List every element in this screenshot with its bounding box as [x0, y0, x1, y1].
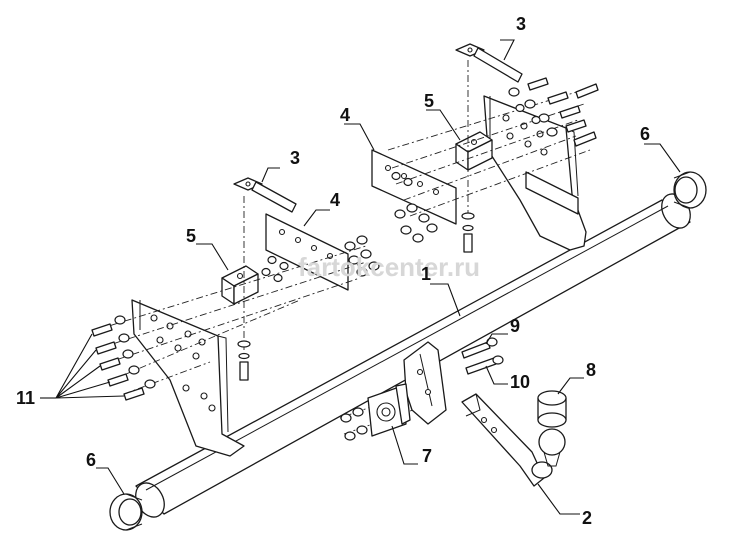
- callout-4-left: 4: [330, 190, 340, 210]
- tow-arm: [461, 393, 553, 487]
- leader-lines: [40, 39, 681, 515]
- callout-3-left: 3: [290, 148, 300, 168]
- callout-1: 1: [421, 264, 431, 284]
- left-clamp-nuts: [261, 235, 380, 283]
- ball-cover: [537, 390, 567, 428]
- right-top-strap: [455, 43, 523, 83]
- tow-ball: [538, 428, 566, 467]
- callout-11: 11: [16, 388, 35, 408]
- watermark: fartokcenter.ru: [298, 252, 480, 282]
- callout-2: 2: [582, 508, 592, 528]
- left-bolts: [91, 315, 156, 401]
- callout-labels: 1 2 3 3 4 4 5 5 6 6 7 8 9 10 11: [16, 14, 650, 528]
- callout-9: 9: [510, 316, 520, 336]
- callout-10: 10: [510, 372, 530, 392]
- right-clamp-nuts: [391, 171, 438, 243]
- callout-8: 8: [586, 360, 596, 380]
- left-side-bracket: [131, 299, 245, 457]
- end-cap-left: [109, 493, 143, 531]
- callout-5-right: 5: [424, 91, 434, 111]
- right-clamp-plate: [371, 149, 457, 225]
- right-vertical-stud: [461, 60, 475, 253]
- callout-4-right: 4: [340, 105, 350, 125]
- bolt-10: [465, 355, 504, 375]
- left-top-strap: [233, 177, 297, 213]
- end-cap-right: [673, 171, 707, 209]
- callout-6-right: 6: [640, 124, 650, 144]
- left-clamp-plate: [265, 213, 349, 291]
- callout-3-right: 3: [516, 14, 526, 34]
- callout-5-left: 5: [186, 226, 196, 246]
- right-spacer-block: [455, 131, 493, 171]
- callout-7: 7: [422, 446, 432, 466]
- left-vertical-stud: [237, 196, 251, 381]
- socket-plate: [340, 383, 411, 441]
- right-bracket-bolts: [508, 77, 599, 147]
- bolt-9: [461, 337, 498, 359]
- left-spacer-block: [221, 265, 259, 305]
- callout-6-left: 6: [86, 450, 96, 470]
